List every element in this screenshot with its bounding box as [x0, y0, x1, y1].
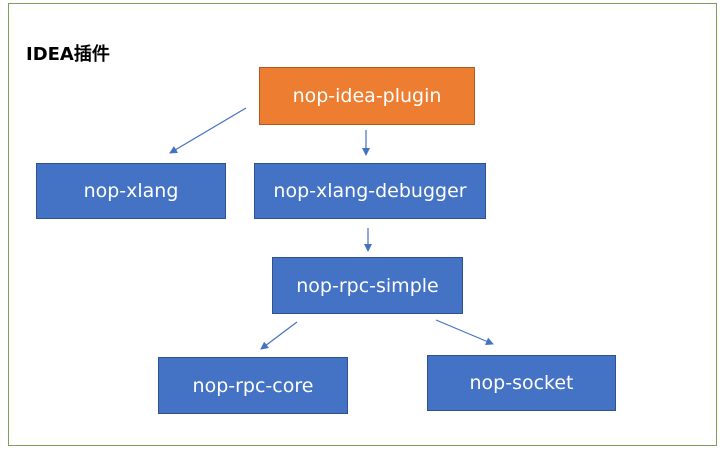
- node-label: nop-xlang: [83, 180, 179, 202]
- node-label: nop-socket: [469, 372, 574, 394]
- node-label: nop-xlang-debugger: [273, 180, 467, 202]
- node-nop-xlang[interactable]: nop-xlang: [36, 163, 226, 219]
- node-nop-socket[interactable]: nop-socket: [427, 355, 616, 411]
- node-label: nop-rpc-core: [192, 374, 314, 397]
- node-label: nop-idea-plugin: [292, 85, 442, 107]
- node-nop-rpc-simple[interactable]: nop-rpc-simple: [272, 257, 463, 314]
- node-nop-idea-plugin[interactable]: nop-idea-plugin: [259, 67, 475, 125]
- node-nop-rpc-core[interactable]: nop-rpc-core: [158, 357, 348, 414]
- diagram-title: IDEA插件: [26, 44, 110, 65]
- diagram-frame: [8, 3, 717, 446]
- node-nop-xlang-debugger[interactable]: nop-xlang-debugger: [254, 163, 486, 219]
- node-label: nop-rpc-simple: [296, 274, 439, 297]
